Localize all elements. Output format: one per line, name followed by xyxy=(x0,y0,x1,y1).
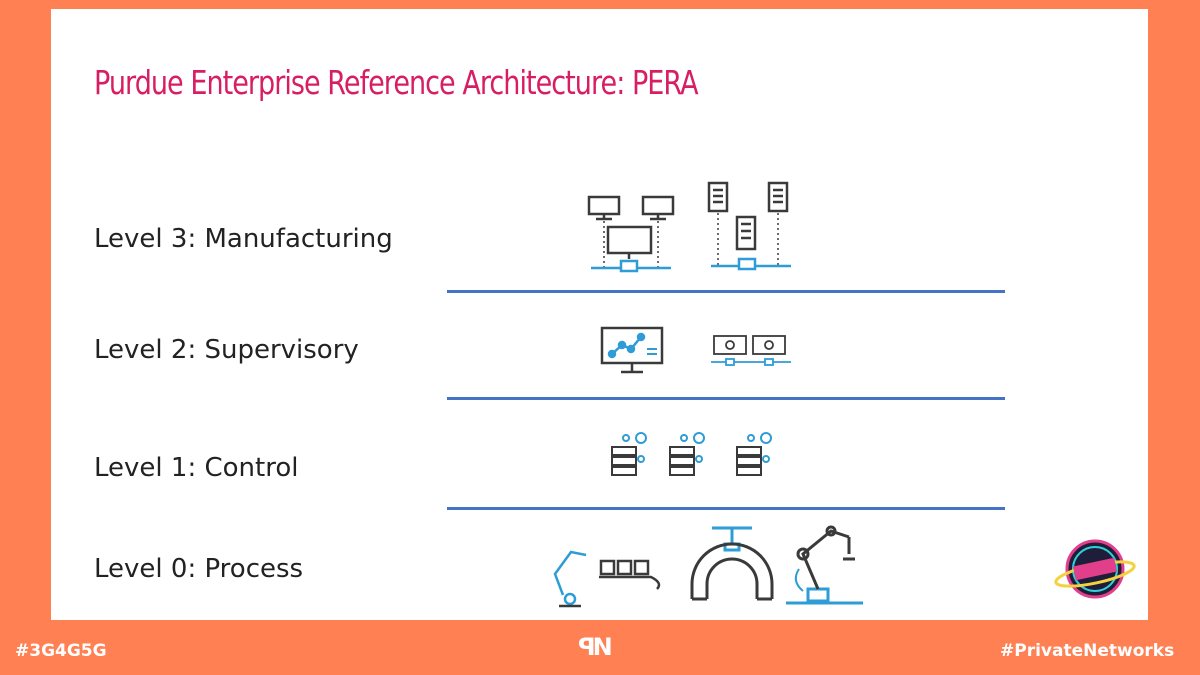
monitor-chart-icon xyxy=(600,326,664,374)
level-0-label: Level 0: Process xyxy=(94,554,304,584)
networked-servers-icon xyxy=(707,181,791,271)
cyber-savvy-badge-icon xyxy=(1054,539,1136,599)
level-1-label: Level 1: Control xyxy=(94,453,299,483)
robot-arm-conveyor-icon xyxy=(553,550,661,608)
networked-computers-icon xyxy=(587,195,675,273)
footer-left-hashtag: #3G4G5G xyxy=(15,641,107,661)
slide-title: Purdue Enterprise Reference Architecture… xyxy=(94,63,699,102)
level-separator xyxy=(447,397,1005,400)
industrial-robot-icon xyxy=(786,525,863,605)
networked-gear-monitors-icon xyxy=(711,335,791,366)
footer-logo: ꟼN xyxy=(578,633,613,661)
server-gears-icon xyxy=(669,432,705,476)
level-separator xyxy=(447,290,1005,293)
footer-right-hashtag: #PrivateNetworks xyxy=(1000,641,1175,661)
level-3-label: Level 3: Manufacturing xyxy=(94,224,393,254)
server-gears-icon xyxy=(611,432,647,476)
icon-layer xyxy=(553,181,863,608)
level-separator xyxy=(447,507,1005,510)
slide: Purdue Enterprise Reference Architecture… xyxy=(51,9,1148,620)
level-2-label: Level 2: Supervisory xyxy=(94,335,359,365)
server-gears-icon xyxy=(736,432,772,476)
pipeline-valve-icon xyxy=(690,526,774,601)
